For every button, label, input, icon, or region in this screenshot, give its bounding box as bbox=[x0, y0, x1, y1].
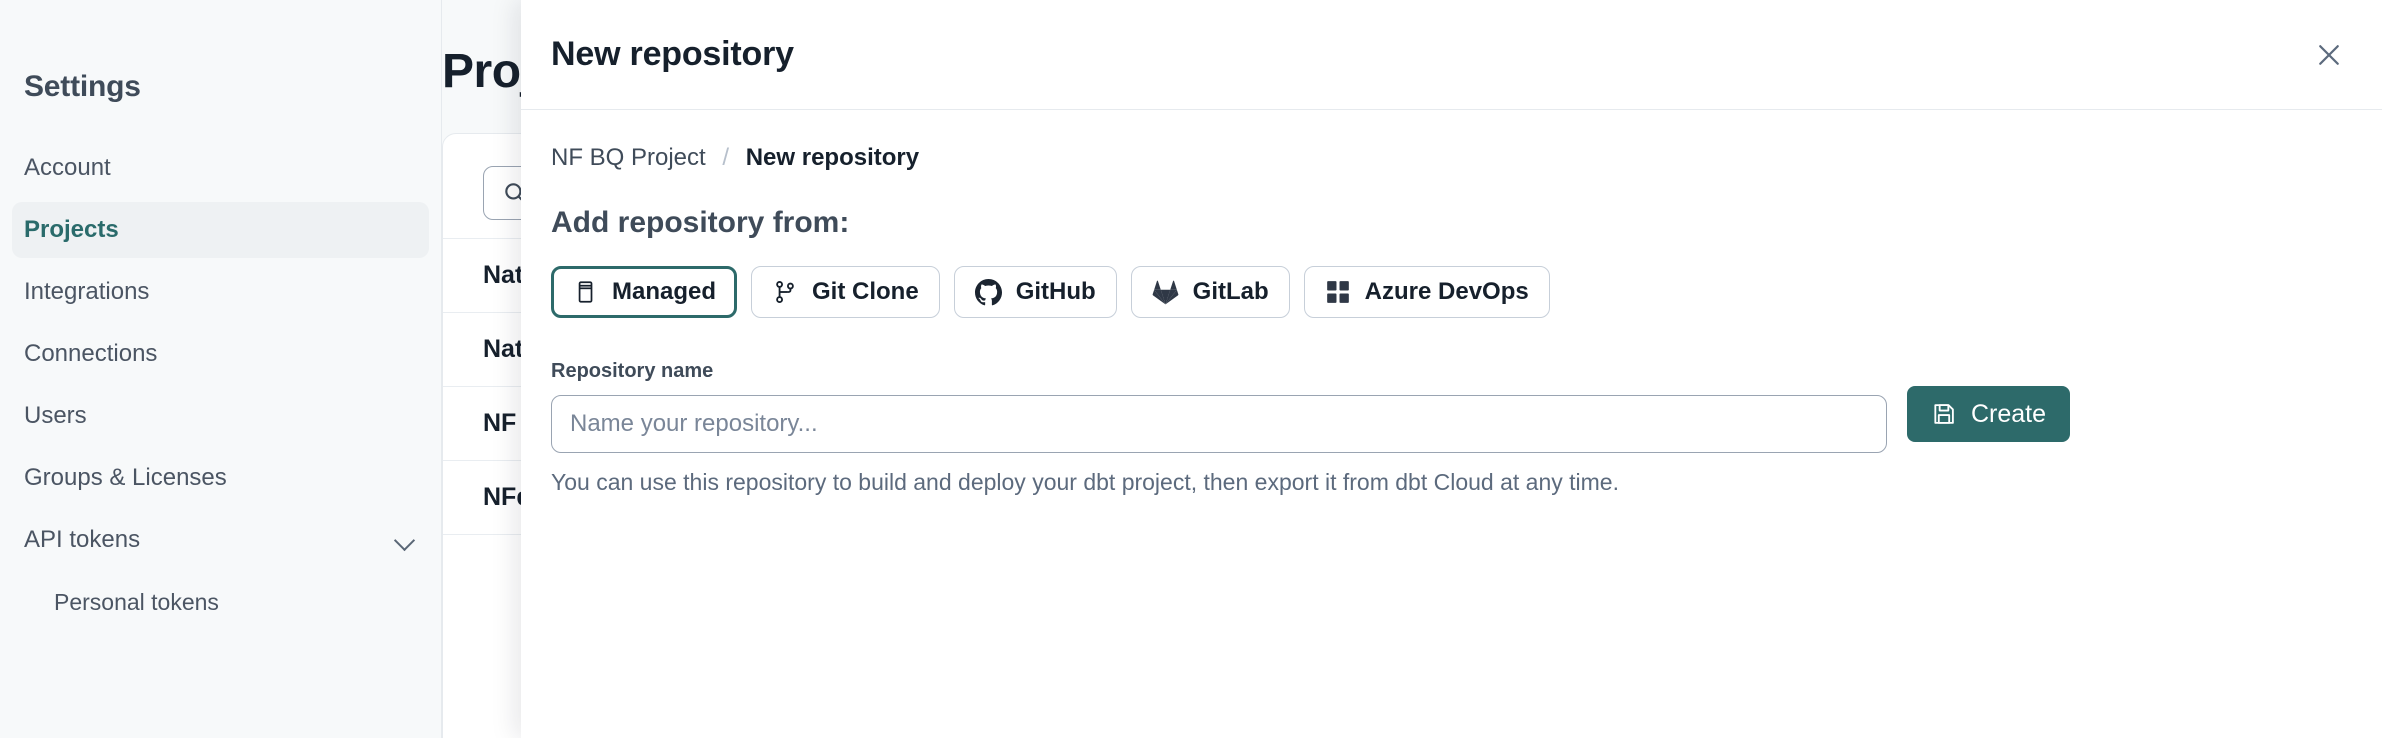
breadcrumb-parent[interactable]: NF BQ Project bbox=[551, 144, 706, 171]
sidebar-item-label: Account bbox=[24, 154, 111, 181]
save-icon bbox=[1931, 401, 1957, 427]
repository-name-label: Repository name bbox=[551, 360, 714, 382]
git-branch-icon bbox=[772, 279, 798, 305]
azure-devops-icon bbox=[1325, 279, 1351, 305]
breadcrumb-separator: / bbox=[722, 144, 730, 171]
sidebar-item-api-tokens[interactable]: API tokens bbox=[12, 512, 429, 568]
modal-header: New repository bbox=[521, 0, 2382, 110]
sidebar-item-groups-licenses[interactable]: Groups & Licenses bbox=[12, 450, 429, 506]
sidebar-item-integrations[interactable]: Integrations bbox=[12, 264, 429, 320]
breadcrumb: NF BQ Project / New repository bbox=[551, 144, 2352, 172]
sidebar-item-label: Groups & Licenses bbox=[24, 464, 227, 491]
repository-help-text: You can use this repository to build and… bbox=[551, 469, 1619, 495]
create-button[interactable]: Create bbox=[1907, 386, 2071, 442]
database-icon bbox=[572, 279, 598, 305]
source-option-label: GitLab bbox=[1192, 278, 1269, 305]
sidebar-item-label: Projects bbox=[24, 216, 119, 243]
sidebar-item-account[interactable]: Account bbox=[12, 140, 429, 196]
modal-title: New repository bbox=[551, 35, 794, 73]
sidebar-item-label: API tokens bbox=[24, 526, 141, 553]
source-option-label: GitHub bbox=[1015, 278, 1096, 305]
source-option-gitlab[interactable]: GitLab bbox=[1130, 266, 1290, 318]
repository-name-field-group: Repository name You can use this reposit… bbox=[551, 360, 1887, 496]
sidebar-item-users[interactable]: Users bbox=[12, 388, 429, 444]
source-option-git-clone[interactable]: Git Clone bbox=[751, 266, 940, 318]
repository-source-options: Managed Git Clone bbox=[551, 266, 2352, 318]
chevron-down-icon bbox=[395, 529, 417, 551]
repository-name-input[interactable] bbox=[551, 395, 1887, 453]
source-option-azure-devops[interactable]: Azure DevOps bbox=[1303, 266, 1550, 318]
repository-name-row: Repository name You can use this reposit… bbox=[551, 360, 2352, 496]
sidebar-item-label: Connections bbox=[24, 340, 158, 367]
source-option-github[interactable]: GitHub bbox=[953, 266, 1117, 318]
sidebar-title: Settings bbox=[24, 70, 141, 103]
sidebar-item-label: Personal tokens bbox=[54, 588, 219, 615]
create-button-label: Create bbox=[1971, 399, 2047, 428]
sidebar-item-label: Integrations bbox=[24, 278, 150, 305]
modal-body: NF BQ Project / New repository Add repos… bbox=[521, 110, 2382, 496]
breadcrumb-current: New repository bbox=[745, 144, 920, 171]
close-icon[interactable] bbox=[2306, 32, 2352, 78]
github-icon bbox=[974, 278, 1002, 306]
settings-sidebar: Settings Account Projects Integrations C… bbox=[0, 0, 442, 738]
sidebar-item-label: Users bbox=[24, 402, 87, 429]
add-repository-heading: Add repository from: bbox=[551, 206, 850, 239]
source-option-label: Git Clone bbox=[812, 278, 919, 305]
source-option-label: Azure DevOps bbox=[1364, 278, 1529, 305]
gitlab-icon bbox=[1152, 279, 1179, 306]
sidebar-item-projects[interactable]: Projects bbox=[12, 202, 429, 258]
source-option-managed[interactable]: Managed bbox=[551, 266, 738, 318]
new-repository-modal: New repository NF BQ Project / New repos… bbox=[521, 0, 2382, 738]
source-option-label: Managed bbox=[612, 278, 717, 305]
sidebar-item-personal-tokens[interactable]: Personal tokens bbox=[12, 574, 429, 630]
sidebar-item-connections[interactable]: Connections bbox=[12, 326, 429, 382]
